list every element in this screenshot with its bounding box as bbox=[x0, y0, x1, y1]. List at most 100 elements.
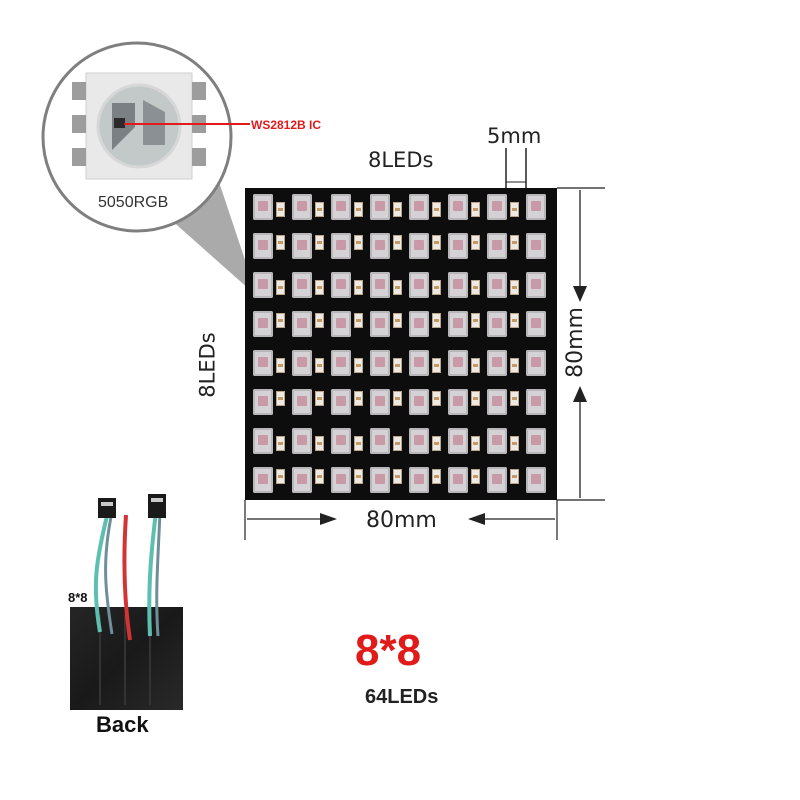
back-view-label: Back bbox=[96, 712, 149, 737]
led-11 bbox=[331, 233, 351, 259]
capacitor bbox=[471, 235, 480, 250]
led-61 bbox=[409, 467, 429, 493]
capacitor bbox=[354, 235, 363, 250]
connector-left bbox=[98, 498, 116, 518]
capacitor bbox=[393, 280, 402, 295]
led-3 bbox=[331, 194, 351, 220]
capacitor bbox=[315, 235, 324, 250]
led-9 bbox=[253, 233, 273, 259]
led-16 bbox=[526, 233, 546, 259]
pitch-label: 5mm bbox=[487, 124, 542, 148]
led-30 bbox=[448, 311, 468, 337]
capacitor bbox=[315, 391, 324, 406]
capacitor bbox=[432, 235, 441, 250]
capacitor bbox=[510, 235, 519, 250]
capacitor bbox=[354, 469, 363, 484]
led-12 bbox=[370, 233, 390, 259]
capacitor bbox=[315, 469, 324, 484]
led-63 bbox=[487, 467, 507, 493]
led-49 bbox=[253, 428, 273, 454]
led-42 bbox=[292, 389, 312, 415]
capacitor bbox=[315, 436, 324, 451]
led-54 bbox=[448, 428, 468, 454]
capacitor bbox=[471, 436, 480, 451]
led-28 bbox=[370, 311, 390, 337]
capacitor bbox=[393, 391, 402, 406]
height-dimension-label: 80mm bbox=[562, 307, 588, 378]
led-10 bbox=[292, 233, 312, 259]
capacitor bbox=[354, 313, 363, 328]
led-33 bbox=[253, 350, 273, 376]
capacitor bbox=[510, 202, 519, 217]
capacitor bbox=[354, 391, 363, 406]
led-21 bbox=[409, 272, 429, 298]
led-55 bbox=[487, 428, 507, 454]
capacitor bbox=[471, 391, 480, 406]
capacitor bbox=[315, 202, 324, 217]
capacitor bbox=[354, 202, 363, 217]
led-40 bbox=[526, 350, 546, 376]
capacitor bbox=[354, 358, 363, 373]
capacitor bbox=[354, 436, 363, 451]
ic-die bbox=[114, 118, 125, 128]
led-14 bbox=[448, 233, 468, 259]
capacitor bbox=[510, 469, 519, 484]
led-4 bbox=[370, 194, 390, 220]
led-20 bbox=[370, 272, 390, 298]
led-53 bbox=[409, 428, 429, 454]
capacitor bbox=[276, 235, 285, 250]
led-1 bbox=[253, 194, 273, 220]
capacitor bbox=[276, 436, 285, 451]
led-matrix-panel bbox=[245, 188, 557, 500]
led-48 bbox=[526, 389, 546, 415]
connector-right bbox=[148, 494, 166, 518]
led-52 bbox=[370, 428, 390, 454]
led-56 bbox=[526, 428, 546, 454]
led-32 bbox=[526, 311, 546, 337]
led-15 bbox=[487, 233, 507, 259]
led-25 bbox=[253, 311, 273, 337]
led-62 bbox=[448, 467, 468, 493]
capacitor bbox=[276, 202, 285, 217]
capacitor bbox=[393, 235, 402, 250]
led-46 bbox=[448, 389, 468, 415]
led-38 bbox=[448, 350, 468, 376]
capacitor bbox=[393, 469, 402, 484]
led-count-label: 64LEDs bbox=[365, 686, 439, 708]
led-37 bbox=[409, 350, 429, 376]
led-19 bbox=[331, 272, 351, 298]
led-45 bbox=[409, 389, 429, 415]
width-dimension-label: 80mm bbox=[366, 508, 437, 533]
led-13 bbox=[409, 233, 429, 259]
led-44 bbox=[370, 389, 390, 415]
led-58 bbox=[292, 467, 312, 493]
capacitor bbox=[432, 469, 441, 484]
led-47 bbox=[487, 389, 507, 415]
led-24 bbox=[526, 272, 546, 298]
chip-lens bbox=[96, 83, 182, 169]
capacitor bbox=[393, 358, 402, 373]
led-39 bbox=[487, 350, 507, 376]
led-31 bbox=[487, 311, 507, 337]
led-64 bbox=[526, 467, 546, 493]
led-7 bbox=[487, 194, 507, 220]
led-60 bbox=[370, 467, 390, 493]
led-59 bbox=[331, 467, 351, 493]
led-23 bbox=[487, 272, 507, 298]
top-led-count-label: 8LEDs bbox=[368, 148, 434, 172]
led-43 bbox=[331, 389, 351, 415]
led-36 bbox=[370, 350, 390, 376]
led-29 bbox=[409, 311, 429, 337]
capacitor bbox=[432, 436, 441, 451]
capacitor bbox=[471, 313, 480, 328]
led-27 bbox=[331, 311, 351, 337]
led-5 bbox=[409, 194, 429, 220]
capacitor bbox=[471, 202, 480, 217]
led-41 bbox=[253, 389, 273, 415]
capacitor bbox=[315, 313, 324, 328]
capacitor bbox=[276, 280, 285, 295]
led-50 bbox=[292, 428, 312, 454]
led-17 bbox=[253, 272, 273, 298]
led-22 bbox=[448, 272, 468, 298]
